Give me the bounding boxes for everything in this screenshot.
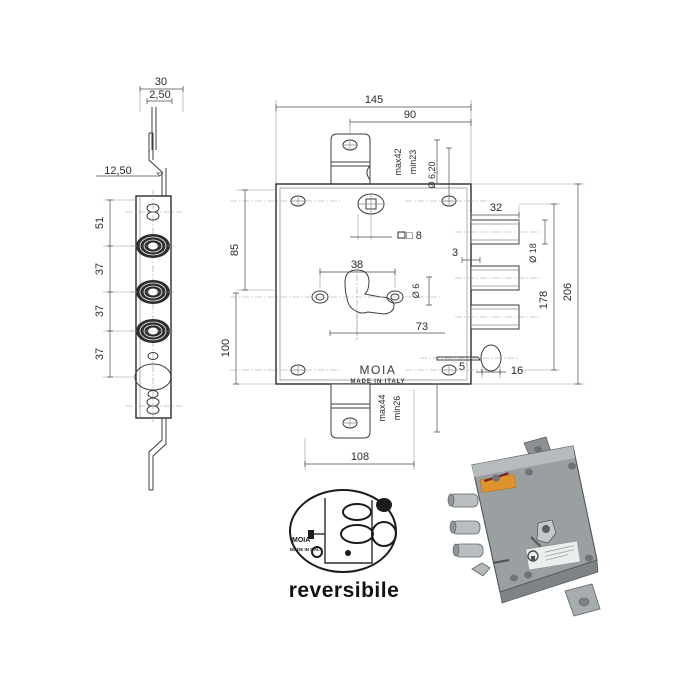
dim-body-h-bottom: 100 <box>220 292 276 385</box>
dim-label-cyl-centres: 38 <box>351 259 363 271</box>
dim-label-bracket-min-top: min23 <box>408 150 418 175</box>
detail-brand-origin: MADE IN ITALY <box>290 547 323 552</box>
faceplate-screw-top <box>126 203 182 221</box>
dim-bracket-top-range: max42 min23 <box>393 139 440 185</box>
photo-bolt-2 <box>449 520 481 535</box>
dim-label-screw-dia: Ø 6,20 <box>427 161 437 188</box>
bolts-group <box>455 219 540 330</box>
faceplate-bolt-2 <box>130 280 176 304</box>
photo-screw-br <box>585 554 593 562</box>
dim-label-latch-width: 16 <box>511 365 523 377</box>
dim-chain-faceplate: 51 37 37 37 <box>94 199 137 378</box>
reversible-detail-view: MOIA MADE IN ITALY reversibile <box>289 489 400 602</box>
dim-label-latch-proj: 5 <box>459 361 465 373</box>
dim-label-body-h-top: 85 <box>229 244 241 256</box>
dim-label-bracket-max-bottom: max44 <box>377 394 387 421</box>
body-screw-br <box>405 364 490 376</box>
photo-latch <box>471 559 510 577</box>
photo-screw-tl <box>492 474 500 482</box>
dim-label-fp-d2: 37 <box>94 263 106 275</box>
dim-label-base-width: 108 <box>351 451 369 463</box>
detail-hole <box>311 546 323 558</box>
faceplate-profile-lower <box>148 418 167 491</box>
brand-origin: MADE IN ITALY <box>350 379 405 385</box>
dim-label-bracket-min-bottom: min26 <box>392 396 402 421</box>
dim-label-cyl-height: 73 <box>416 321 428 333</box>
dim-label-bolt-dia: Ø 18 <box>528 243 538 263</box>
dim-label-faceplate-thk: 3 <box>452 247 458 259</box>
dim-faceplate-offset: 12,50 <box>96 165 164 177</box>
faceplate-outline <box>135 195 172 419</box>
top-mounting-bracket <box>330 133 371 185</box>
body-screw-bl <box>230 364 340 376</box>
brand-name: MOIA <box>359 363 396 377</box>
detail-latch-tip <box>308 530 314 539</box>
reversibile-caption: reversibile <box>289 579 400 602</box>
dim-label-body-h-bottom: 100 <box>220 339 232 357</box>
spindle-hole: □ 8 <box>350 193 422 242</box>
detail-dot <box>345 550 351 556</box>
dim-bolt-span: 178 <box>519 203 560 371</box>
dim-bolt-throw: 32 <box>470 202 520 222</box>
dim-label-fp-d4: 37 <box>94 348 106 360</box>
dim-label-fp-offset: 12,50 <box>104 165 132 177</box>
photo-bottom-tab-hole <box>578 597 590 607</box>
photo-lock-body-icon <box>531 556 535 561</box>
detail-ring <box>371 521 397 547</box>
dim-label-bolt-throw: 32 <box>490 202 502 214</box>
dim-body-height: 206 <box>471 183 585 385</box>
lock-product-photo <box>447 436 601 617</box>
photo-screw-bc <box>524 571 532 579</box>
body-inner-outline <box>279 187 468 381</box>
photo-bolt-1 <box>447 493 479 508</box>
photo-info-label-lines <box>544 545 575 561</box>
detail-knob <box>376 498 392 512</box>
photo-top-tab-hole <box>534 446 542 452</box>
detail-bolt-upper <box>342 503 372 521</box>
dim-bracket-bottom-range: max44 min26 <box>377 383 440 433</box>
dim-faceplate-width: 30 <box>139 76 184 112</box>
photo-body-bottom-edge <box>499 559 599 604</box>
photo-keyway <box>530 519 557 548</box>
latch-detail: 5 16 <box>420 344 523 378</box>
body-screw-tl <box>230 195 340 207</box>
dim-label-fp-d3: 37 <box>94 305 106 317</box>
faceplate-bolt-1 <box>130 234 176 258</box>
photo-body-highlight <box>472 446 575 477</box>
photo-screw-tr <box>568 462 576 470</box>
bottom-mounting-bracket <box>330 383 371 439</box>
dim-label-fp-width: 30 <box>155 76 167 88</box>
photo-screw-tc <box>525 468 533 476</box>
cylinder-keyhole: 38 Ø 6 73 <box>230 259 445 340</box>
dim-label-fp-d1: 51 <box>94 217 106 229</box>
dim-label-cyl-pin-dia: Ø 6 <box>411 284 421 299</box>
faceplate-view: 30 2,50 12,50 <box>94 76 184 491</box>
dim-body-width: 145 <box>275 94 472 184</box>
faceplate-screw-bottom <box>126 397 182 415</box>
dim-base-width: 108 <box>304 390 415 470</box>
faceplate-profile-upper <box>148 107 167 196</box>
body-screw-tr <box>405 195 490 207</box>
photo-info-label <box>525 540 581 571</box>
detail-brand-name: MOIA <box>292 537 310 544</box>
faceplate-bolt-3 <box>130 319 176 343</box>
dim-label-body-height: 206 <box>562 283 574 301</box>
dim-body-h-top: 85 <box>229 189 276 291</box>
photo-bolt-3 <box>452 543 484 558</box>
lock-body-view: 145 90 max42 min23 <box>220 94 585 470</box>
dim-bracket-span: 90 <box>349 109 472 138</box>
dim-label-fp-thickness: 2,50 <box>149 89 170 101</box>
dim-label-spindle: □ 8 <box>406 230 422 242</box>
dim-label-bolt-span: 178 <box>538 291 550 309</box>
photo-screw-bl <box>510 574 518 582</box>
body-outline <box>275 183 472 385</box>
dim-bolt-diameter: Ø 18 <box>528 219 548 263</box>
dim-label-body-width: 145 <box>365 94 383 106</box>
dim-faceplate-thickness: 2,50 <box>146 89 173 104</box>
dim-faceplate-thickness-body: 3 <box>452 247 481 263</box>
dim-label-bracket-span: 90 <box>404 109 416 121</box>
dim-label-bracket-max-top: max42 <box>393 148 403 175</box>
